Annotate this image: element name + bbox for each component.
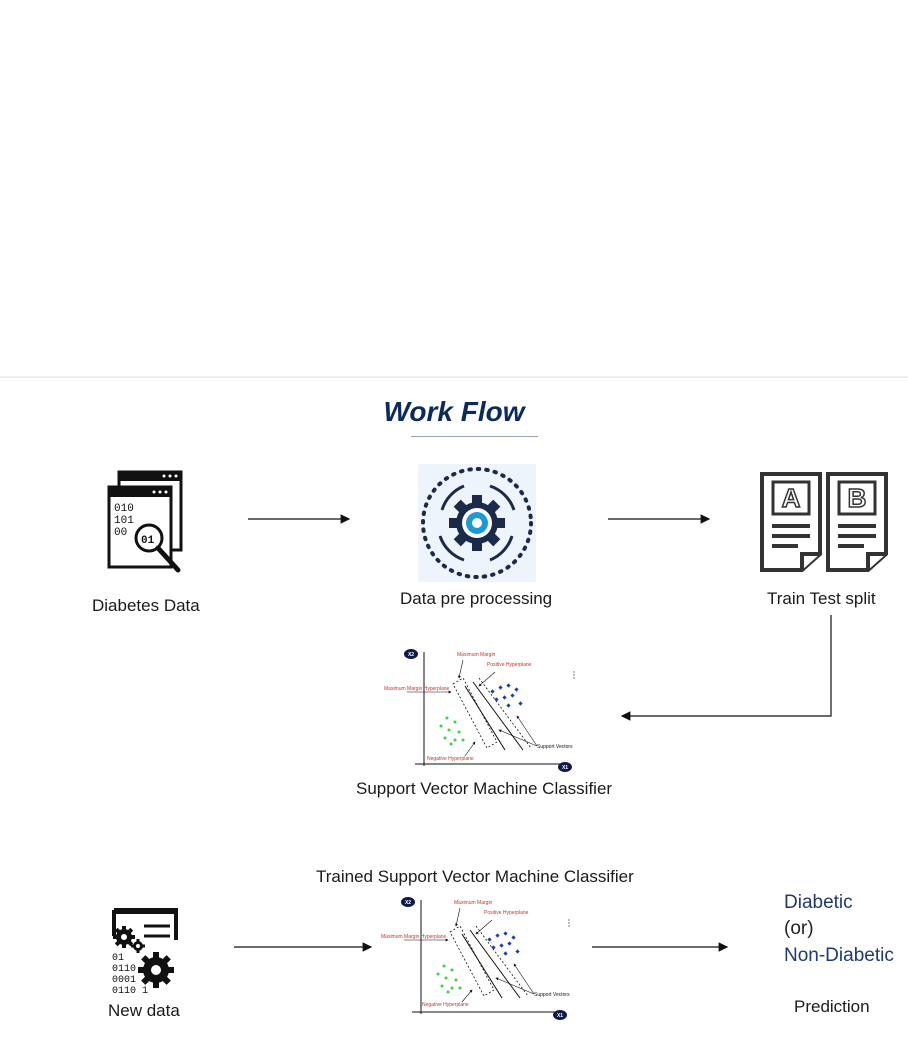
svm-plot-diagram: X2 X1 Maximum Margin Positive Hyperplane… [384, 649, 575, 772]
svm-positive-hyperplane-label: Positive Hyperplane [487, 662, 532, 668]
svm-max-margin-label: Maximum Margin [457, 652, 496, 658]
arrow-split-to-classifier [620, 615, 832, 721]
new-data-icon: 01 0110 0001 0110 1 [112, 908, 178, 997]
title-underline [411, 436, 538, 437]
svm2-x-axis-label: X1 [557, 1013, 563, 1019]
page-title: Work Flow [383, 396, 525, 427]
svm2-y-axis-label: X2 [405, 900, 411, 906]
svm-support-vectors-label: Support Vectors [537, 744, 573, 750]
binary-line-1: 010 [114, 503, 134, 515]
svm2-support-vectors-label: Support Vectors [534, 992, 570, 998]
doc-b-letter: B [848, 483, 867, 513]
section-divider [0, 376, 908, 378]
bits-line-3: 0001 [112, 975, 136, 986]
doc-a-letter: A [782, 483, 801, 513]
svm-x-axis-label: X1 [562, 765, 568, 771]
label-trained-classifier: Trained Support Vector Machine Classifie… [316, 867, 634, 886]
lens-digits: 01 [141, 535, 155, 547]
label-new-data: New data [108, 1001, 180, 1020]
binary-line-2: 101 [114, 515, 134, 527]
svm2-positive-hyperplane-label: Positive Hyperplane [484, 910, 529, 916]
label-preprocessing: Data pre processing [400, 589, 553, 608]
bits-line-1: 01 [112, 953, 124, 964]
svm-negative-hyperplane-label: Negative Hyperplane [427, 756, 474, 762]
binary-line-3: 00 [114, 527, 127, 539]
label-train-test-split: Train Test split [767, 589, 876, 608]
database-icon: 010 101 00 01 [107, 470, 183, 573]
result-or: (or) [784, 918, 814, 939]
gear-icon [418, 464, 536, 582]
svm2-max-margin-hyperplane-label: Maximum Margin Hyperplane [381, 934, 447, 940]
svm2-negative-hyperplane-label: Negative Hyperplane [422, 1002, 469, 1008]
bits-line-2: 0110 [112, 964, 136, 975]
result-diabetic: Diabetic [784, 892, 853, 913]
label-diabetes-data: Diabetes Data [92, 596, 200, 615]
svm-max-margin-hyperplane-label: Maximum Margin Hyperplane [384, 686, 450, 692]
label-svm-classifier: Support Vector Machine Classifier [356, 779, 613, 798]
svm-y-axis-label: X2 [408, 652, 414, 658]
document-split-icon: A B [760, 472, 888, 572]
bits-line-4: 0110 1 [112, 986, 148, 997]
label-prediction: Prediction [794, 997, 870, 1016]
svm2-max-margin-label: Maximum Margin [454, 900, 493, 906]
trained-svm-plot-diagram: X2 X1 Maximum Margin Positive Hyperplane… [381, 897, 570, 1020]
result-non-diabetic: Non-Diabetic [784, 945, 894, 966]
